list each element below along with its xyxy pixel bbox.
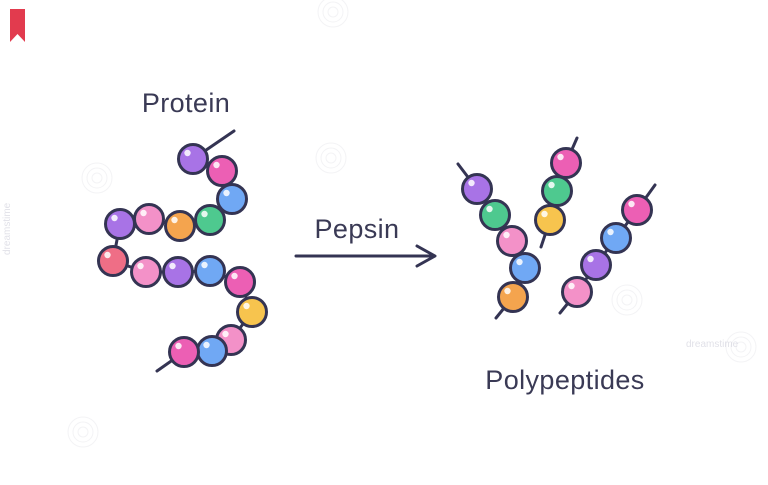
watermark-swirl	[611, 284, 643, 316]
bead-highlight	[203, 341, 210, 349]
bead-pink	[130, 256, 162, 288]
watermark-swirl	[621, 294, 633, 306]
watermark-swirl	[72, 421, 94, 443]
watermark-text: dreamstime	[2, 202, 13, 255]
bead-yellow	[534, 204, 566, 236]
polypeptide-1	[456, 162, 541, 320]
bead-highlight	[607, 228, 614, 236]
bead-highlight	[628, 200, 635, 208]
bead-highlight	[587, 255, 594, 263]
bead-purple	[461, 173, 493, 205]
watermark-swirl	[317, 0, 349, 28]
bead-green	[194, 204, 226, 236]
bead-highlight	[175, 342, 182, 350]
bead-purple	[162, 256, 194, 288]
bead-highlight	[557, 153, 564, 161]
bead-highlight	[231, 272, 238, 280]
bead-pink	[496, 225, 528, 257]
bead-highlight	[137, 262, 144, 270]
protein-chain	[97, 129, 268, 373]
bead-highlight	[223, 189, 230, 197]
bead-highlight	[548, 181, 555, 189]
bead-blue	[216, 183, 248, 215]
watermark-text: dreamstime	[686, 339, 739, 350]
bead-highlight	[503, 231, 510, 239]
polypeptide-2	[534, 136, 582, 249]
bead-magenta	[224, 266, 256, 298]
bead-highlight	[243, 302, 250, 310]
bead-highlight	[184, 149, 191, 157]
watermark-swirl	[81, 162, 113, 194]
polypeptide-3	[558, 183, 657, 315]
bead-highlight	[111, 214, 118, 222]
bead-magenta	[168, 336, 200, 368]
watermark-swirl	[320, 147, 342, 169]
bead-purple	[104, 208, 136, 240]
watermark-swirl	[327, 6, 339, 18]
watermark-swirl	[67, 416, 99, 448]
bead-highlight	[504, 287, 511, 295]
bead-highlight	[169, 262, 176, 270]
bead-blue	[509, 252, 541, 284]
bead-orange	[164, 210, 196, 242]
bead-highlight	[516, 258, 523, 266]
bead-highlight	[104, 251, 111, 259]
watermark-swirl	[735, 341, 747, 353]
stock-logo-ribbon	[10, 9, 25, 42]
protein-label: Protein	[142, 88, 230, 118]
bead-pink	[133, 203, 165, 235]
product-label: Polypeptides	[485, 365, 644, 395]
watermark-swirl	[322, 1, 344, 23]
watermark-swirl	[725, 331, 757, 363]
bead-blue	[194, 255, 226, 287]
bead-highlight	[201, 261, 208, 269]
bead-highlight	[140, 209, 147, 217]
watermark-swirl	[86, 167, 108, 189]
bead-orange	[497, 281, 529, 313]
bead-highlight	[213, 161, 220, 169]
bead-highlight	[222, 330, 229, 338]
bead-highlight	[486, 205, 493, 213]
bead-magenta	[550, 147, 582, 179]
watermark-swirl	[77, 426, 89, 438]
arrow-head-icon	[415, 244, 437, 268]
watermark-layer: dreamstime dreamstime	[2, 0, 757, 448]
watermark-swirl	[616, 289, 638, 311]
bead-purple	[177, 143, 209, 175]
bead-highlight	[541, 210, 548, 218]
bead-purple	[580, 249, 612, 281]
watermark-swirl	[315, 142, 347, 174]
bead-yellow	[236, 296, 268, 328]
watermark-swirl	[91, 172, 103, 184]
bead-blue	[600, 222, 632, 254]
enzyme-label: Pepsin	[315, 214, 400, 244]
bead-pink	[561, 276, 593, 308]
bead-green	[479, 199, 511, 231]
bead-highlight	[568, 282, 575, 290]
bead-magenta	[621, 194, 653, 226]
bead-green	[541, 175, 573, 207]
chains-layer	[97, 129, 657, 373]
bead-highlight	[468, 179, 475, 187]
watermark-swirl	[730, 336, 752, 358]
bead-highlight	[171, 216, 178, 224]
bead-magenta	[206, 155, 238, 187]
bead-blue	[196, 335, 228, 367]
bead-salmon	[97, 245, 129, 277]
bead-highlight	[201, 210, 208, 218]
watermark-swirl	[325, 152, 337, 164]
reaction-arrow	[294, 244, 437, 268]
